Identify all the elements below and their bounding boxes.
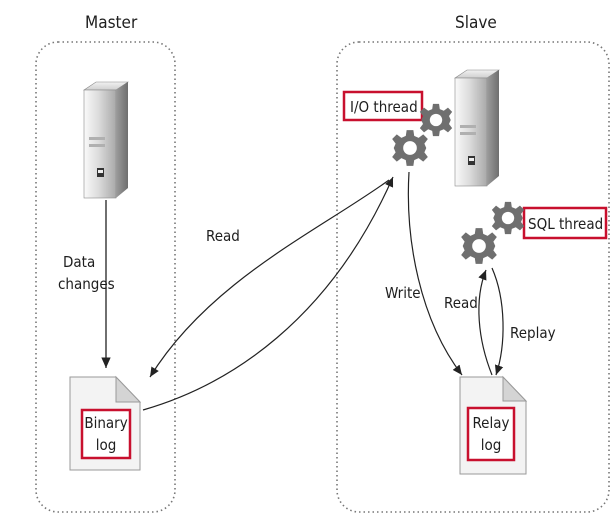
sql-thread-box [522, 206, 608, 240]
master-panel [35, 41, 176, 513]
replay-label: Replay [510, 324, 556, 342]
relay-log-label-line1: Relay [472, 414, 509, 432]
binary-log-label-line2: log [96, 436, 117, 454]
relay-log-document-icon [459, 375, 528, 475]
slave-server-icon [454, 69, 500, 187]
read-response-arrow [142, 176, 394, 411]
sql-thread-label: SQL thread [528, 215, 603, 233]
io-thread-box [342, 90, 424, 122]
replay-arrow [491, 267, 504, 376]
data-changes-label-line1: Data [63, 253, 95, 271]
master-title: Master [85, 13, 138, 33]
binary-log-document-icon [69, 375, 142, 471]
read-slave-label: Read [444, 294, 478, 312]
io-thread-label: I/O thread [350, 98, 418, 116]
data-changes-label-line2: changes [58, 275, 115, 293]
write-label: Write [385, 284, 421, 302]
read-master-label: Read [206, 227, 240, 245]
master-server-icon [83, 81, 129, 199]
binary-log-label-line1: Binary [84, 414, 127, 432]
sql-thread-gears-icon [461, 201, 525, 264]
read-request-arrow [149, 179, 390, 378]
relay-log-label-line2: log [481, 436, 502, 454]
slave-panel [336, 41, 610, 513]
write-arrow [407, 171, 463, 376]
slave-title: Slave [455, 13, 497, 33]
read-relay-arrow [478, 269, 493, 376]
